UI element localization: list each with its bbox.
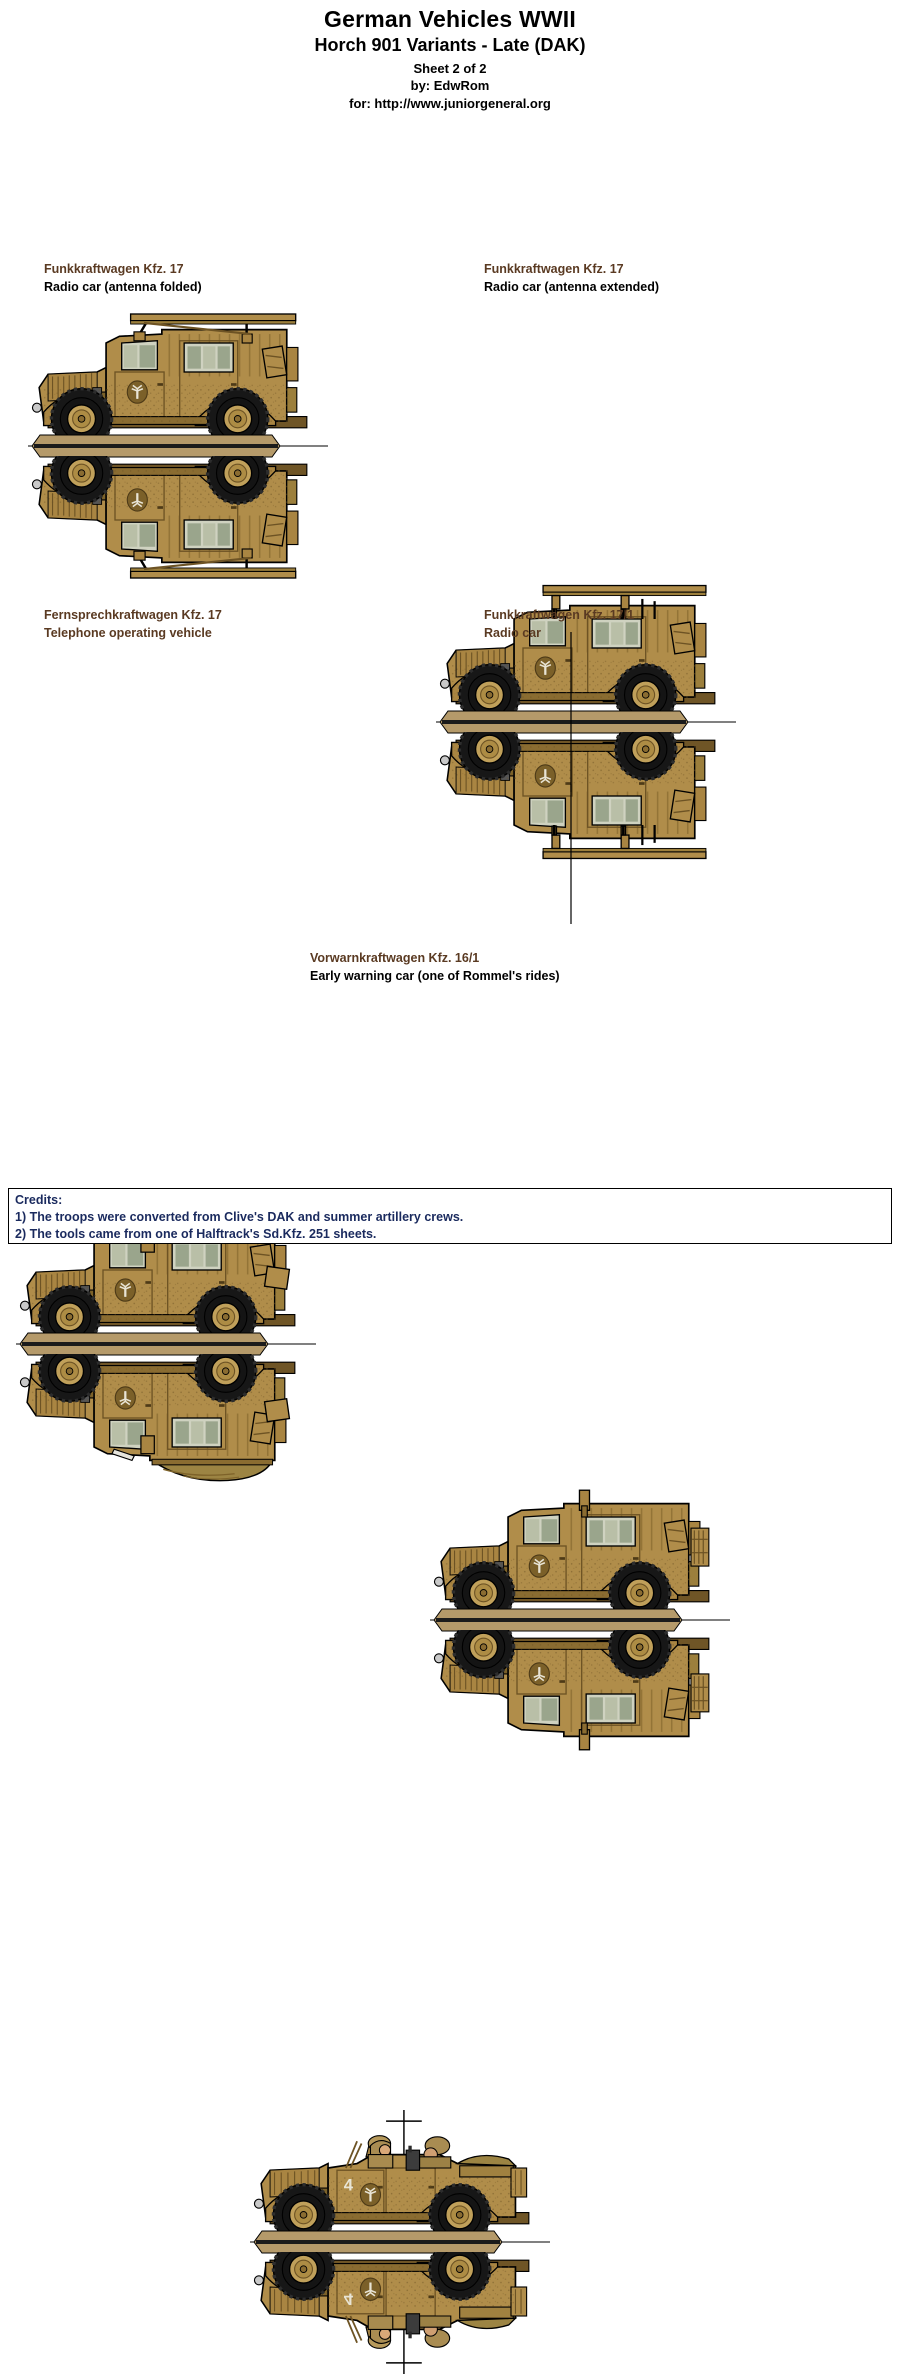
credits-line-2: 2) The tools came from one of Halftrack'… (15, 1227, 377, 1241)
df-antenna-icon (386, 2110, 422, 2155)
figure-caption: Vorwarnkraftwagen Kfz. 16/1 Early warnin… (310, 949, 560, 985)
source-website: for: http://www.juniorgeneral.org (349, 95, 551, 111)
caption-english-name: Radio car (antenna folded) (44, 280, 202, 295)
caption-german-name: Fernsprechkraftwagen Kfz. 17 (44, 608, 222, 623)
caption-german-name: Funkkraftwagen Kfz. 17 (484, 262, 624, 277)
figure-caption: Funkkraftwagen Kfz. 17/1 Radio car (484, 606, 634, 642)
artwork-kfz17-extended (436, 584, 736, 860)
artwork-kfz17-1 (430, 1482, 730, 1758)
vehicle-upright (28, 308, 318, 436)
sheet-header: German Vehicles WWII Horch 901 Variants … (0, 0, 900, 112)
sheet-number: Sheet 2 of 2 (413, 60, 487, 76)
vehicle-mirrored (250, 2252, 540, 2375)
vehicle-upright (430, 1482, 720, 1610)
credits-heading: Credits: (15, 1193, 63, 1207)
caption-english-name: Early warning car (one of Rommel's rides… (310, 969, 560, 984)
caption-german-name: Vorwarnkraftwagen Kfz. 16/1 (310, 951, 480, 966)
rod-antenna-upper (570, 632, 572, 793)
figure-caption: Fernsprechkraftwagen Kfz. 17 Telephone o… (44, 606, 222, 642)
artwork-kfz16-1 (250, 2104, 550, 2380)
figure-kfz17-folded: Funkkraftwagen Kfz. 17 Radio car (antenn… (44, 260, 202, 296)
figure-kfz17-extended: Funkkraftwagen Kfz. 17 Radio car (antenn… (484, 260, 659, 296)
caption-english-name: Radio car (484, 626, 541, 641)
df-antenna-icon (386, 2329, 422, 2375)
figure-kfz17-1: Funkkraftwagen Kfz. 17/1 Radio car (484, 606, 634, 642)
fold-base-bar (436, 710, 736, 734)
caption-german-name: Funkkraftwagen Kfz. 17/1 (484, 608, 635, 623)
caption-english-name: Telephone operating vehicle (44, 626, 212, 641)
figure-sheet: 4 Funkkraftwagen Kfz. 17 Radio car (ante… (0, 112, 900, 2375)
figure-fernsprech-kfz17: Fernsprechkraftwagen Kfz. 17 Telephone o… (44, 606, 222, 642)
credits-line-1: 1) The troops were converted from Clive'… (15, 1210, 464, 1224)
vehicle-upright (250, 2110, 540, 2232)
caption-english-name: Radio car (antenna extended) (484, 280, 660, 295)
vehicle-upright (436, 584, 726, 712)
page-title: German Vehicles WWII (324, 6, 576, 32)
rod-antenna-lower (570, 784, 572, 925)
fold-base-bar (28, 434, 328, 458)
credits-box: Credits: 1) The troops were converted fr… (8, 1188, 892, 1244)
artwork-fernsprech-kfz17 (16, 1206, 316, 1482)
caption-german-name: Funkkraftwagen Kfz. 17 (44, 262, 184, 277)
vehicle-mirrored (430, 1630, 720, 1758)
artwork-kfz17-folded (28, 308, 328, 584)
figure-kfz16-1: Vorwarnkraftwagen Kfz. 16/1 Early warnin… (310, 949, 560, 985)
author-credit: by: EdwRom (410, 78, 490, 94)
vehicle-mirrored (16, 1354, 306, 1482)
page-subtitle: Horch 901 Variants - Late (DAK) (314, 35, 586, 56)
vehicle-mirrored (28, 456, 318, 584)
vehicle-mirrored (436, 732, 726, 860)
figure-caption: Funkkraftwagen Kfz. 17 Radio car (antenn… (44, 260, 202, 296)
figure-caption: Funkkraftwagen Kfz. 17 Radio car (antenn… (484, 260, 659, 296)
